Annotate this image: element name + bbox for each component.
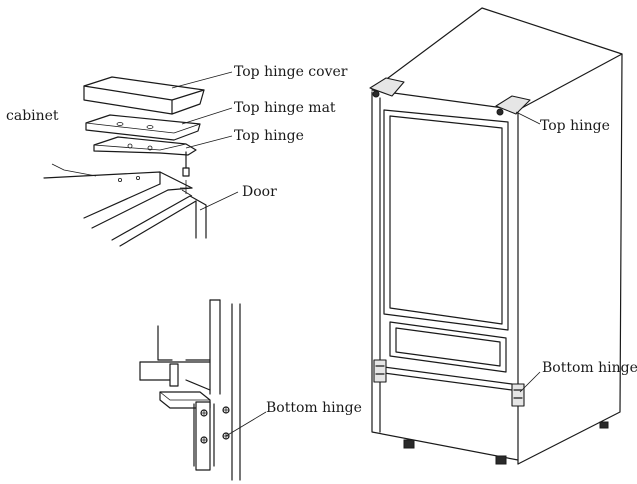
top-hinge-cover-part [83,76,205,115]
label-top-hinge-mat: Top hinge mat [234,100,336,116]
label-bottom-hinge-unit: Bottom hinge [542,360,637,376]
label-top-hinge-detail: Top hinge [234,128,304,144]
cabinet-corner [43,171,193,229]
label-cabinet: cabinet [6,108,59,124]
label-top-hinge-unit: Top hinge [540,118,610,134]
label-door: Door [242,184,277,200]
top-hinge-mat-part [85,114,201,141]
door-corner [111,180,207,247]
label-bottom-hinge-detail: Bottom hinge [266,400,362,416]
refrigerator-unit-view [369,7,623,465]
top-hinge-exploded-view [43,71,239,247]
bottom-hinge-detail-view [139,299,267,481]
label-top-hinge-cover: Top hinge cover [234,64,348,80]
top-hinge-plate-part [93,136,197,177]
